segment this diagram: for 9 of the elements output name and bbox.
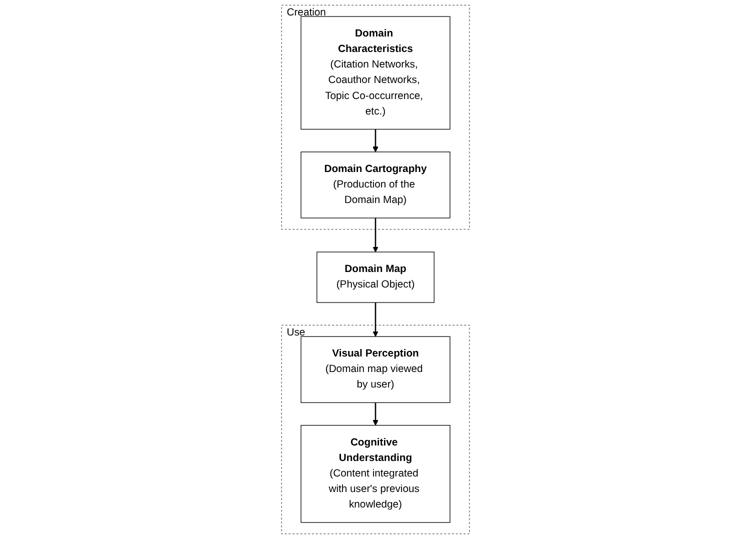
node-box: Visual Perception (Domain map viewed by user) xyxy=(300,336,450,403)
node-box: Domain Characteristics (Citation Networks, Coauthor Networks, Topic Co-occurrence, etc.) xyxy=(300,16,450,130)
node-box: Domain Cartography (Production of the Domain Map) xyxy=(300,152,450,218)
node-box: Cognitive Understanding (Content integrated with user's previous knowledge) xyxy=(300,424,450,523)
arrow xyxy=(372,402,378,426)
arrow xyxy=(372,302,378,337)
arrow xyxy=(372,218,378,252)
arrow xyxy=(372,129,378,152)
node-box: Domain Map (Physical Object) xyxy=(316,252,434,303)
